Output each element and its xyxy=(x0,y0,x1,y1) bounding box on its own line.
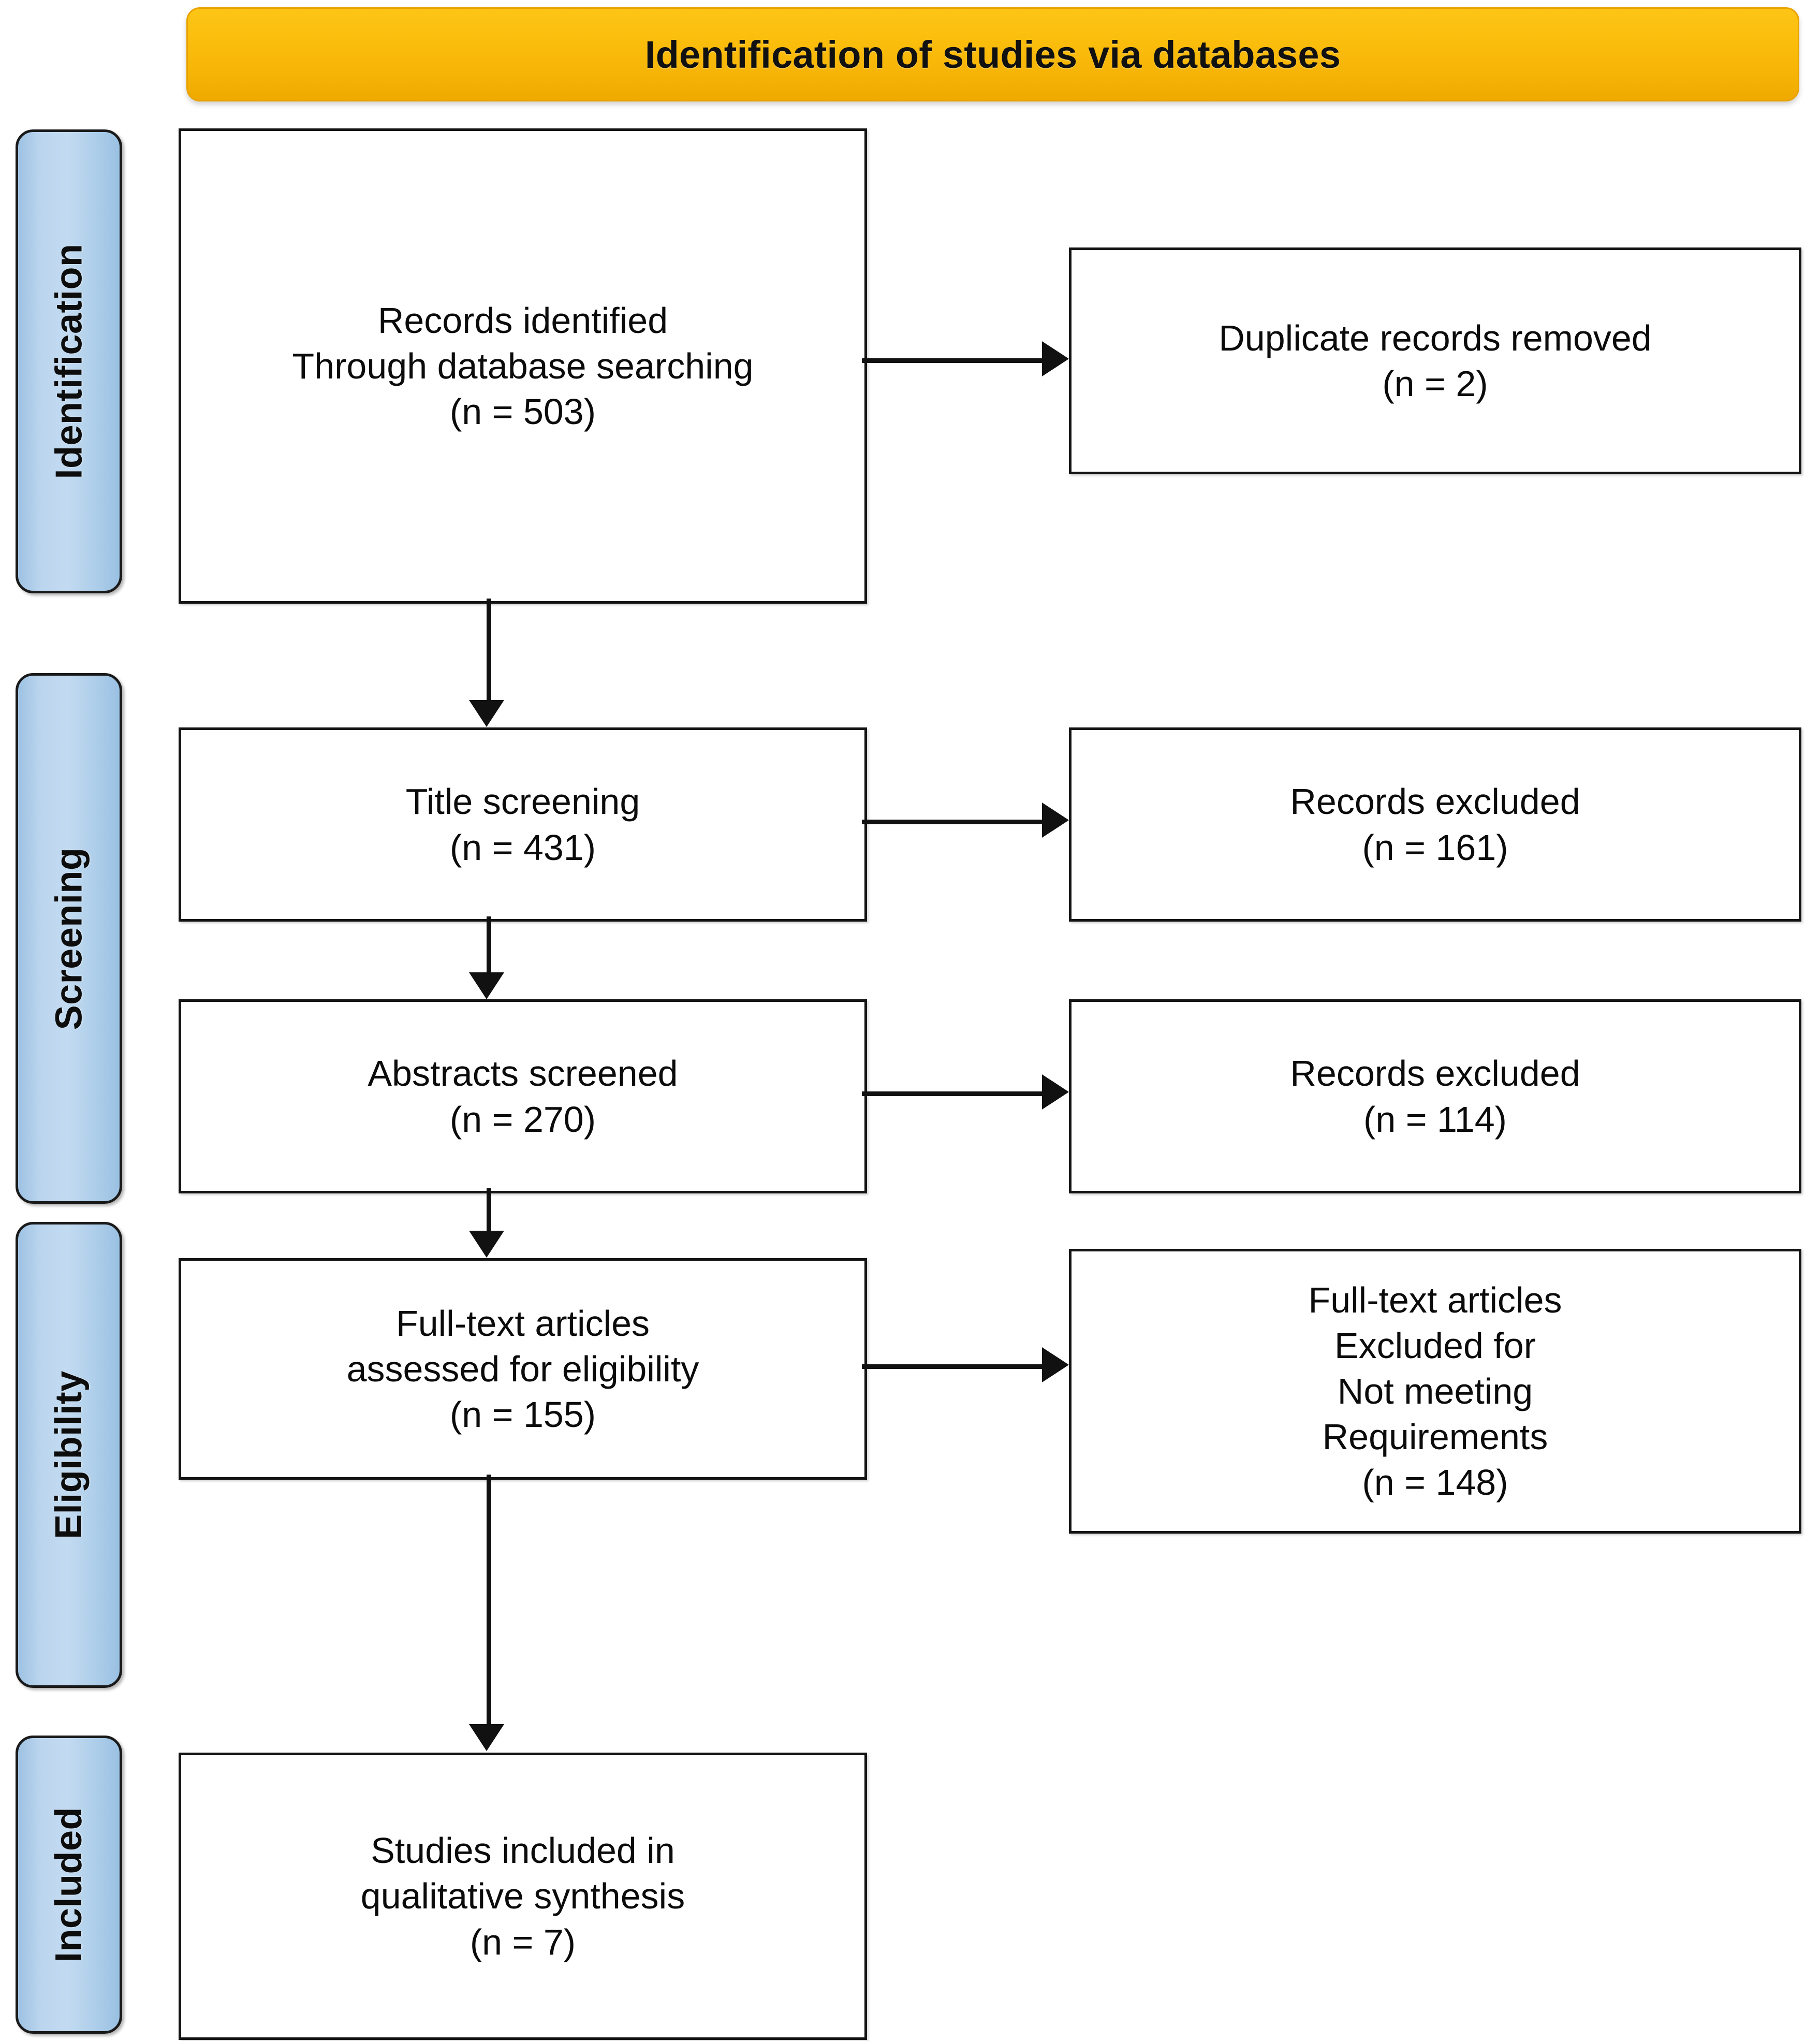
arrow-right-icon xyxy=(1042,341,1069,376)
connector-abstracts-to-fulltext xyxy=(487,1188,491,1231)
node-text: Abstracts screened (n = 270) xyxy=(368,1053,678,1140)
node-records-excluded-title: Records excluded (n = 161) xyxy=(1069,727,1801,922)
arrow-right-icon xyxy=(1042,1074,1069,1110)
stage-label-identification: Identification xyxy=(16,129,122,593)
node-text: Full-text articles assessed for eligibil… xyxy=(346,1303,699,1435)
stage-label-included: Included xyxy=(16,1736,122,2034)
node-text: Records excluded (n = 114) xyxy=(1290,1053,1580,1140)
node-records-identified: Records identified Through database sear… xyxy=(179,128,867,604)
connector-abstracts-to-excluded xyxy=(862,1091,1044,1096)
diagram-header-banner: Identification of studies via databases xyxy=(186,7,1799,101)
page-title: Identification of studies via databases xyxy=(644,33,1341,76)
connector-title-to-abstracts xyxy=(487,916,491,972)
connector-identified-to-title xyxy=(487,599,491,700)
node-text: Title screening (n = 431) xyxy=(405,781,640,868)
node-fulltext-assessed: Full-text articles assessed for eligibil… xyxy=(179,1258,867,1480)
stage-label-text: Screening xyxy=(48,847,90,1030)
stage-label-screening: Screening xyxy=(16,673,122,1204)
arrow-down-icon xyxy=(469,972,504,999)
stage-label-text: Identification xyxy=(48,243,90,479)
connector-fulltext-to-included xyxy=(487,1475,491,1724)
node-title-screening: Title screening (n = 431) xyxy=(179,727,867,922)
connector-identified-to-duplicates xyxy=(862,358,1044,363)
arrow-down-icon xyxy=(469,1724,504,1751)
arrow-right-icon xyxy=(1042,1347,1069,1382)
arrow-down-icon xyxy=(469,1231,504,1258)
connector-title-to-excluded xyxy=(862,820,1044,824)
stage-label-text: Eligibility xyxy=(48,1371,90,1539)
node-studies-included: Studies included in qualitative synthesi… xyxy=(179,1753,867,2040)
arrow-down-icon xyxy=(469,700,504,727)
stage-label-eligibility: Eligibility xyxy=(16,1222,122,1688)
node-records-excluded-abstract: Records excluded (n = 114) xyxy=(1069,999,1801,1193)
node-fulltext-excluded: Full-text articles Excluded for Not meet… xyxy=(1069,1249,1801,1534)
node-text: Studies included in qualitative synthesi… xyxy=(360,1830,685,1962)
node-abstracts-screened: Abstracts screened (n = 270) xyxy=(179,999,867,1193)
connector-fulltext-to-excluded xyxy=(862,1364,1044,1369)
node-text: Records excluded (n = 161) xyxy=(1290,781,1580,868)
node-text: Records identified Through database sear… xyxy=(292,300,754,432)
node-duplicate-records-removed: Duplicate records removed (n = 2) xyxy=(1069,247,1801,474)
arrow-right-icon xyxy=(1042,803,1069,838)
stage-label-text: Included xyxy=(48,1806,90,1963)
node-text: Duplicate records removed (n = 2) xyxy=(1219,317,1652,404)
node-text: Full-text articles Excluded for Not meet… xyxy=(1308,1279,1562,1503)
